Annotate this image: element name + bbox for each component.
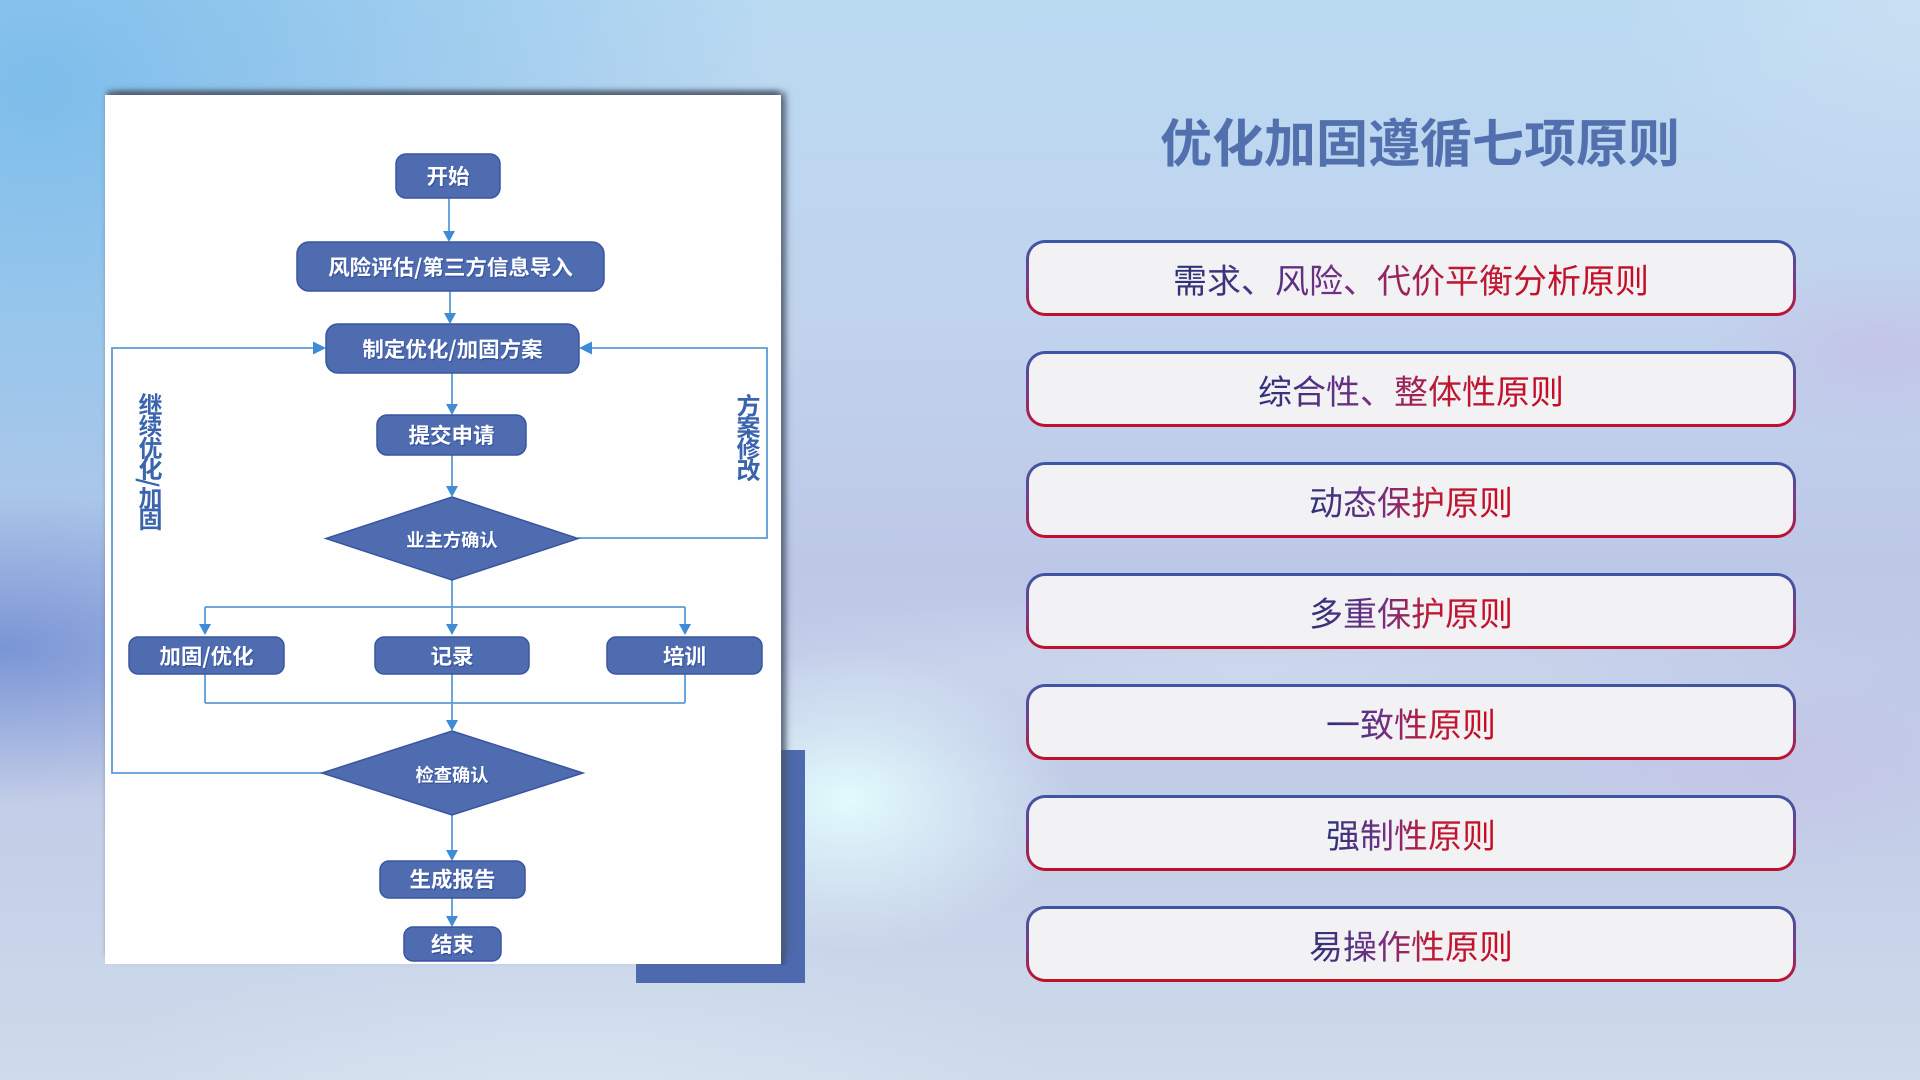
svg-text:风险评估/第三方信息导入: 风险评估/第三方信息导入 bbox=[328, 251, 573, 282]
svg-text:生成报告: 生成报告 bbox=[409, 863, 495, 894]
svg-text:提交申请: 提交申请 bbox=[410, 420, 496, 451]
svg-text:业主方确认: 业主方确认 bbox=[407, 528, 498, 554]
svg-text:制定优化/加固方案: 制定优化/加固方案 bbox=[363, 334, 544, 365]
svg-text:生成报告: 生成报告 bbox=[411, 864, 497, 895]
svg-text:加固/优化: 加固/优化 bbox=[160, 641, 254, 672]
svg-text:制定优化/加固方案: 制定优化/加固方案 bbox=[362, 333, 543, 364]
svg-text:提交申请: 提交申请 bbox=[408, 419, 494, 450]
svg-text:业主方确认: 业主方确认 bbox=[406, 527, 497, 553]
svg-text:培训: 培训 bbox=[664, 641, 707, 672]
svg-text:检查确认: 检查确认 bbox=[415, 762, 488, 788]
svg-text:检查确认: 检查确认 bbox=[417, 763, 490, 789]
svg-text:加固/优化: 加固/优化 bbox=[159, 640, 253, 671]
svg-text:记录: 记录 bbox=[430, 640, 473, 671]
svg-text:结束: 结束 bbox=[432, 929, 475, 960]
svg-text:结束: 结束 bbox=[431, 928, 474, 959]
svg-text:开始: 开始 bbox=[426, 160, 470, 191]
svg-text:记录: 记录 bbox=[432, 641, 475, 672]
svg-text:开始: 开始 bbox=[428, 161, 472, 192]
svg-text:风险评估/第三方信息导入: 风险评估/第三方信息导入 bbox=[329, 252, 574, 283]
svg-text:培训: 培训 bbox=[663, 640, 706, 671]
